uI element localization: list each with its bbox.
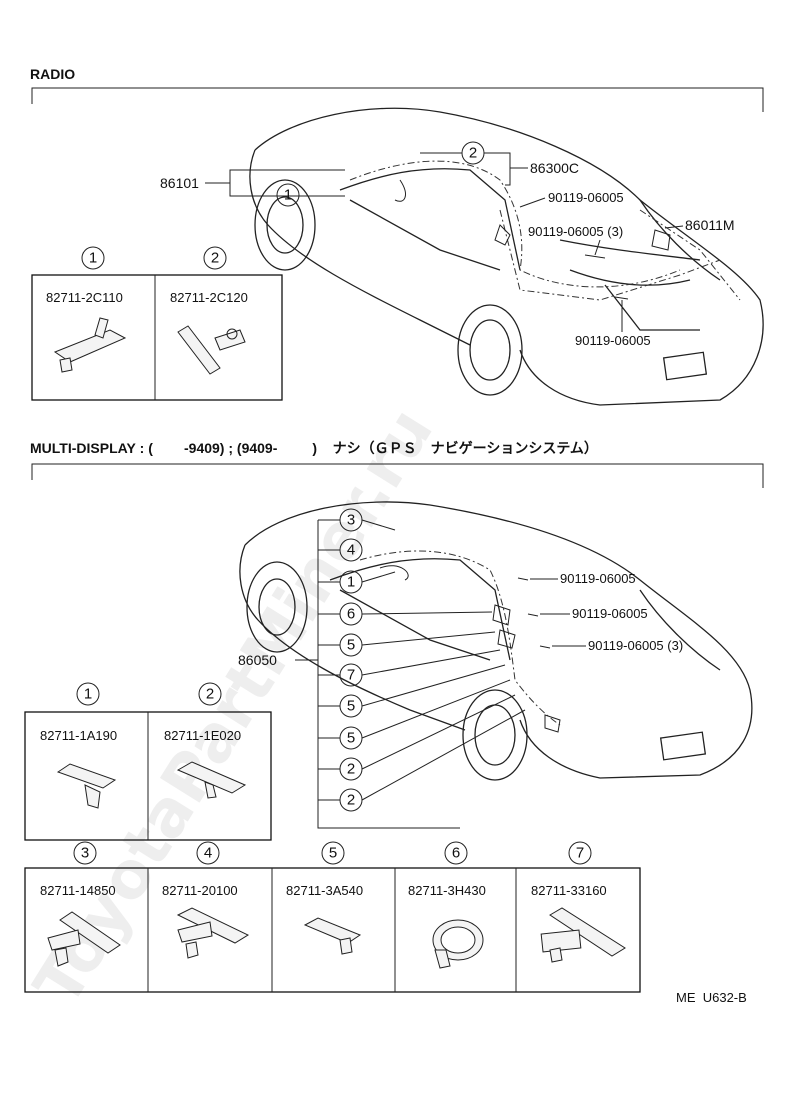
clamp-part-icon [177, 325, 221, 375]
radio-bracket [31, 87, 764, 112]
multi-clamp-5: 5 82711-3A540 [286, 841, 363, 955]
multi-clamp-6: 6 82711-3H430 [408, 841, 486, 969]
multi-clamp-4-num: 4 [204, 845, 212, 862]
multi-leader-circle-5b-label: 5 [347, 698, 355, 715]
multi-clamp-5-circle [321, 841, 345, 865]
radio-clamp-table [31, 274, 283, 401]
multi-leader-circle-4-label: 4 [347, 542, 355, 559]
radio-callout-90119-c: 90119-06005 [575, 333, 651, 348]
multi-clamp-7-circle [568, 841, 592, 865]
multi-leader-circle-4 [339, 538, 363, 562]
radio-clamp-2-num: 2 [211, 250, 219, 267]
multi-leader-circles: 3 4 1 6 5 7 5 5 2 2 [318, 508, 526, 812]
radio-leader-86300c [420, 152, 528, 186]
multi-clamp-1-part: 82711-1A190 [40, 728, 117, 743]
multi-clamp-6-num: 6 [452, 845, 460, 862]
multi-clamp-2: 2 82711-1E020 [164, 682, 247, 799]
multi-callout-86050: 86050 [238, 652, 277, 668]
multi-leader-circle-5a-label: 5 [347, 637, 355, 654]
multi-callout-90119-a: 90119-06005 [560, 571, 636, 586]
multi-leader-circle-1-label: 1 [347, 574, 355, 591]
multi-car-illustration [239, 501, 753, 781]
radio-callout-86101: 86101 [160, 175, 199, 191]
radio-clamp-1-part: 82711-2C110 [46, 290, 123, 305]
clamp-part-icon [59, 911, 121, 954]
radio-clamp-2: 2 82711-2C120 [170, 246, 248, 375]
radio-circle-2-label: 2 [469, 145, 477, 162]
multi-section-title: MULTI-DISPLAY : ( -9409) ; (9409- ) ナシ（Ｇ… [30, 440, 598, 456]
multi-clamp-7: 7 82711-33160 [531, 841, 626, 963]
multi-clamp-2-part: 82711-1E020 [164, 728, 241, 743]
multi-clamp-1-num: 1 [84, 686, 92, 703]
radio-callout-90119-b: 90119-06005 (3) [528, 224, 623, 239]
radio-leader-90119-a [519, 197, 546, 208]
multi-leader-circle-2b-label: 2 [347, 792, 355, 809]
radio-clamp-1-circle [81, 246, 105, 270]
multi-leader-circle-5c-label: 5 [347, 730, 355, 747]
radio-callout-90119-a: 90119-06005 [548, 190, 624, 205]
radio-callout-86011m: 86011M [685, 217, 735, 233]
multi-leader-circle-6-label: 6 [347, 606, 355, 623]
radio-section-title: RADIO [30, 66, 75, 82]
clamp-part-icon [53, 329, 127, 363]
clamp-part-icon [176, 761, 247, 794]
multi-clamp-7-part: 82711-33160 [531, 883, 607, 898]
multi-clamp-4: 4 82711-20100 [162, 841, 250, 959]
radio-callout-86300c: 86300C [530, 160, 579, 176]
multi-leader-circle-3-label: 3 [347, 512, 355, 529]
multi-clamp-3-num: 3 [81, 845, 89, 862]
multi-clamp-3-circle [73, 841, 97, 865]
radio-clamp-1-num: 1 [89, 250, 97, 267]
radio-clamp-2-circle [203, 246, 227, 270]
radio-clamp-1: 1 82711-2C110 [46, 246, 127, 373]
multi-leader-circle-7-label: 7 [347, 667, 355, 684]
radio-leader-90119-b [594, 239, 601, 256]
multi-bracket [31, 463, 764, 488]
multi-clamp-4-circle [196, 841, 220, 865]
clamp-part-icon [56, 763, 117, 789]
multi-clamp-5-part: 82711-3A540 [286, 883, 363, 898]
radio-circle-1 [276, 183, 300, 207]
radio-car-illustration [249, 107, 764, 406]
multi-clamp-6-part: 82711-3H430 [408, 883, 486, 898]
multi-leader-circle-2a-label: 2 [347, 761, 355, 778]
clamp-part-icon [303, 917, 362, 944]
multi-clamp-1-circle [76, 682, 100, 706]
clamp-part-icon [549, 907, 626, 957]
multi-clamp-2-num: 2 [206, 686, 214, 703]
radio-leader-86101 [205, 169, 345, 197]
multi-clamp-2-circle [198, 682, 222, 706]
clamp-part-icon [176, 907, 250, 944]
multi-clamp-4-part: 82711-20100 [162, 883, 238, 898]
radio-leader-86011m [664, 225, 684, 229]
multi-callout-90119-c: 90119-06005 (3) [588, 638, 683, 653]
multi-clamp-6-circle [444, 841, 468, 865]
footer-code: ME U632-B [676, 990, 747, 1005]
multi-clamp-1: 1 82711-1A190 [40, 682, 117, 809]
multi-callout-90119-b: 90119-06005 [572, 606, 648, 621]
multi-clamp-7-num: 7 [576, 845, 584, 862]
radio-clamp-2-part: 82711-2C120 [170, 290, 248, 305]
multi-clamp-3-part: 82711-14850 [40, 883, 116, 898]
multi-clamp-5-num: 5 [329, 845, 337, 862]
multi-clamp-table-top [24, 711, 272, 841]
multi-clamp-table-bottom [24, 867, 641, 993]
radio-circle-1-label: 1 [284, 187, 292, 204]
multi-clamp-3: 3 82711-14850 [40, 841, 121, 967]
multi-leader-86050 [295, 520, 460, 829]
